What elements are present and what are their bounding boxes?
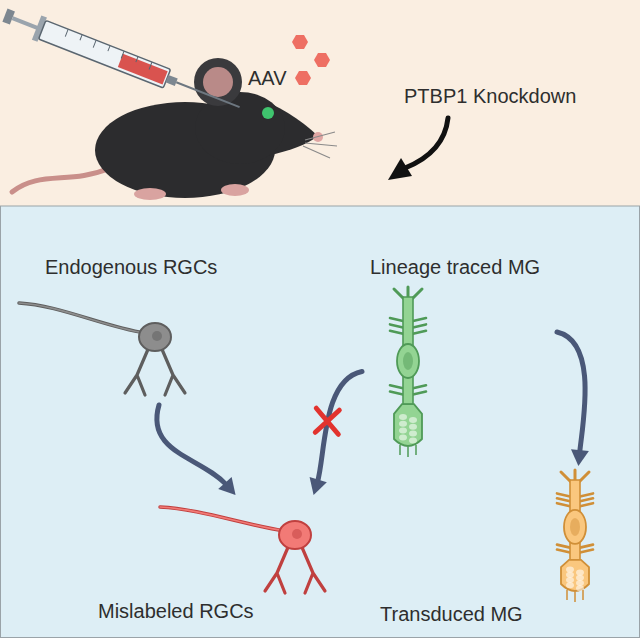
arrow-head [218,477,235,495]
bottom-panel [1,206,640,638]
cell-label: Lineage traced MG [370,255,540,279]
endogenous-rgc-node: Endogenous RGCs [15,255,240,405]
rgc-cell [160,507,325,593]
connector [157,405,227,485]
cell-label: Mislabeled RGCs [98,599,254,623]
cell-label: Transduced MG [380,602,523,626]
cell-label: Endogenous RGCs [45,255,217,279]
mislabeled-rgc-node: Mislabeled RGCs [90,495,350,627]
top-band [0,0,640,206]
blocked-mark [315,408,339,434]
aav-particles [292,35,330,85]
transduced-mg-node: Transduced MG [380,466,628,628]
knockdown-arrow [388,118,448,180]
lineage-traced-mg-node: Lineage traced MG [362,255,557,463]
rgc-cell [19,303,185,395]
muller-glia-cell [557,470,593,602]
muller-glia-cell [390,287,426,457]
arrow-head [571,449,589,466]
mouse [12,58,337,200]
connector [557,332,585,453]
syringe [0,3,244,119]
arrow-head [310,477,327,495]
treatment-label: PTBP1 Knockdown [404,84,576,108]
cell-illustration [362,255,557,463]
vector-label: AAV [248,66,287,90]
